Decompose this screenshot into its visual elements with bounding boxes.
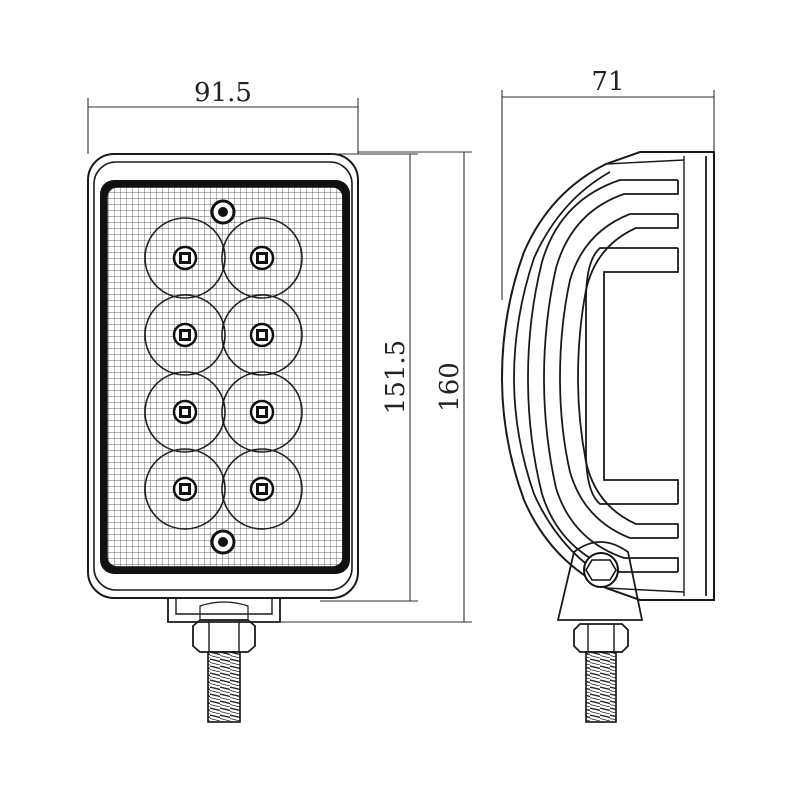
led-4 — [249, 322, 275, 348]
side-housing-inner — [513, 171, 611, 581]
led-6 — [249, 399, 275, 425]
side-housing-outer — [500, 151, 715, 601]
screw-bottom — [210, 529, 236, 555]
front-nut — [192, 601, 256, 653]
led-group — [172, 245, 275, 502]
led-3 — [172, 322, 198, 348]
dimension-lines — [87, 90, 715, 623]
side-fins-top — [527, 179, 679, 379]
front-lens — [106, 186, 344, 568]
front-view — [87, 153, 359, 723]
dim-width-label: 91.5 — [194, 78, 252, 108]
side-bolt — [585, 651, 617, 723]
dim-depth-label: 71 — [591, 67, 624, 97]
side-mount-bracket — [556, 541, 644, 621]
side-nut — [573, 623, 629, 653]
reflector-group — [144, 217, 303, 530]
led-7 — [172, 476, 198, 502]
led-5 — [172, 399, 198, 425]
led-1 — [172, 245, 198, 271]
led-2 — [249, 245, 275, 271]
front-housing-inner — [93, 161, 353, 591]
screw-top — [210, 199, 236, 225]
front-housing-outer — [87, 153, 359, 599]
front-bolt — [207, 651, 241, 723]
led-8 — [249, 476, 275, 502]
front-mount-bracket — [167, 598, 281, 623]
dim-total-height-label: 160 — [435, 362, 465, 412]
dim-lens-height-label: 151.5 — [381, 340, 411, 414]
side-view — [500, 151, 715, 723]
